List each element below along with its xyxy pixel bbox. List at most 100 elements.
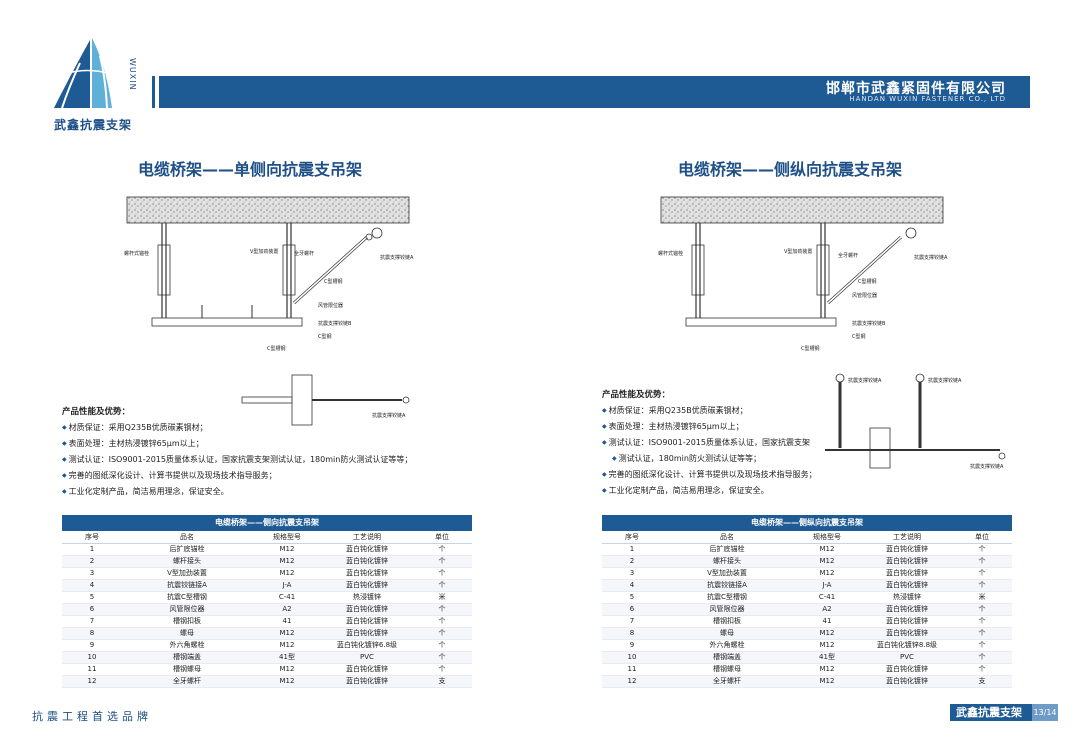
table-cell: 螺母 <box>662 627 792 640</box>
table-cell: J-A <box>792 579 862 592</box>
table-cell: 个 <box>412 639 472 652</box>
table-cell: 后扩底锚栓 <box>662 543 792 556</box>
table-cell: 2 <box>62 555 122 568</box>
label-v-device: V型加劲装置 <box>250 248 278 255</box>
table-header: 单位 <box>412 531 472 544</box>
table-cell: 10 <box>602 651 662 664</box>
table-header: 工艺说明 <box>322 531 412 544</box>
table-cell: 8 <box>602 627 662 640</box>
label-v-device: V型加劲装置 <box>784 248 812 255</box>
table-header: 序号 <box>62 531 122 544</box>
label-c-channel: C型槽钢 <box>324 278 343 285</box>
feature-item: 测试认证：ISO9001-2015质量体系认证，国家抗震支架测试认证，180mi… <box>62 455 413 464</box>
table-cell: M12 <box>792 567 862 580</box>
table-cell: 抗震C型槽钢 <box>662 591 792 604</box>
table-cell: 蓝白钝化镀锌 <box>322 675 412 688</box>
table-cell: 个 <box>412 627 472 640</box>
table-cell: 9 <box>62 639 122 652</box>
table-cell: 风管限位器 <box>662 603 792 616</box>
table-cell: 个 <box>952 579 1012 592</box>
table-cell: M12 <box>252 543 322 556</box>
table-cell: 6 <box>62 603 122 616</box>
table-cell: 蓝白钝化镀锌 <box>862 567 952 580</box>
table-cell: M12 <box>792 543 862 556</box>
header-divider <box>155 76 159 108</box>
table-header: 规格型号 <box>252 531 322 544</box>
table-cell: 热浸镀锌 <box>322 591 412 604</box>
table-cell: 螺母 <box>122 627 252 640</box>
table-cell: 蓝白钝化镀锌 <box>322 615 412 628</box>
table-caption: 电缆桥架——侧纵向抗震支吊架 <box>602 515 1012 531</box>
table-cell: 6 <box>602 603 662 616</box>
table-cell: 蓝白钝化镀锌 <box>322 603 412 616</box>
table-cell: M12 <box>252 663 322 676</box>
left-features: 产品性能及优势： 材质保证：采用Q235B优质碳素钢材； 表面处理：主材热浸镀锌… <box>62 408 412 504</box>
label-c-channel-2: C型槽钢 <box>267 345 286 352</box>
table-cell: PVC <box>322 651 412 664</box>
table-cell: 1 <box>62 543 122 556</box>
table-cell: 个 <box>952 663 1012 676</box>
table-cell: 12 <box>602 675 662 688</box>
table-header: 工艺说明 <box>862 531 952 544</box>
feature-item: 工业化定制产品，简洁易用理念，保证安全。 <box>602 486 817 495</box>
header-bar: 邯郸市武鑫紧固件有限公司 HANDAN WUXIN FASTENER CO., … <box>152 76 1030 108</box>
table-cell: M12 <box>792 675 862 688</box>
table-header: 序号 <box>602 531 662 544</box>
table-header: 品名 <box>662 531 792 544</box>
right-longitudinal-drawing: 抗震支撑铰链A 抗震支撑铰链A 抗震支撑铰链A <box>825 373 1006 470</box>
table-cell: 1 <box>602 543 662 556</box>
right-assembly-drawing: 螺杆式锚栓 V型加劲装置 全牙螺杆 抗震支撑铰链A C型槽钢 风管限位器 抗震支… <box>658 196 948 352</box>
table-cell: 个 <box>412 543 472 556</box>
table-cell: M12 <box>792 639 862 652</box>
table-cell: 个 <box>952 555 1012 568</box>
table-cell: 9 <box>602 639 662 652</box>
table-cell: 5 <box>602 591 662 604</box>
table-cell: 个 <box>412 555 472 568</box>
label-seismic-a: 抗震支撑铰链A <box>380 254 414 261</box>
table-cell: 蓝白钝化镀锌 <box>862 543 952 556</box>
table-cell: 螺杆接头 <box>662 555 792 568</box>
feature-item: 表面处理：主材热浸镀锌65μm以上； <box>602 422 817 431</box>
table-cell: 41 <box>792 615 862 628</box>
table-cell: 蓝白钝化镀锌 <box>862 603 952 616</box>
label-rod: 全牙螺杆 <box>838 252 858 259</box>
table-cell: 蓝白钝化镀锌 <box>862 615 952 628</box>
table-cell: 个 <box>952 627 1012 640</box>
table-cell: M12 <box>252 567 322 580</box>
table-cell: 个 <box>412 651 472 664</box>
table-cell: 11 <box>62 663 122 676</box>
table-cell: 风管限位器 <box>122 603 252 616</box>
table-cell: 7 <box>602 615 662 628</box>
label-seismic-a: 抗震支撑铰链A <box>914 254 948 261</box>
table-cell: M12 <box>792 663 862 676</box>
table-cell: PVC <box>862 651 952 664</box>
page-number: 13/14 <box>1032 704 1058 721</box>
label-brace-a: 抗震支撑铰链A <box>848 377 882 384</box>
label-brace-a-3: 抗震支撑铰链A <box>970 463 1004 470</box>
feature-item: 完善的图纸深化设计、计算书提供以及现场技术指导服务； <box>602 470 817 479</box>
label-brace: 抗震支撑铰链A <box>372 412 406 419</box>
concrete-slab <box>660 196 944 224</box>
table-cell: 支 <box>412 675 472 688</box>
table-cell: 蓝白钝化镀锌 <box>322 579 412 592</box>
table-cell: 蓝白钝化镀锌 <box>862 663 952 676</box>
table-cell: 个 <box>412 603 472 616</box>
logo-caption: 武鑫抗震支架 <box>54 118 133 132</box>
feature-item: 材质保证：采用Q235B优质碳素钢材； <box>62 423 412 432</box>
table-cell: 蓝白钝化镀锌 <box>862 555 952 568</box>
